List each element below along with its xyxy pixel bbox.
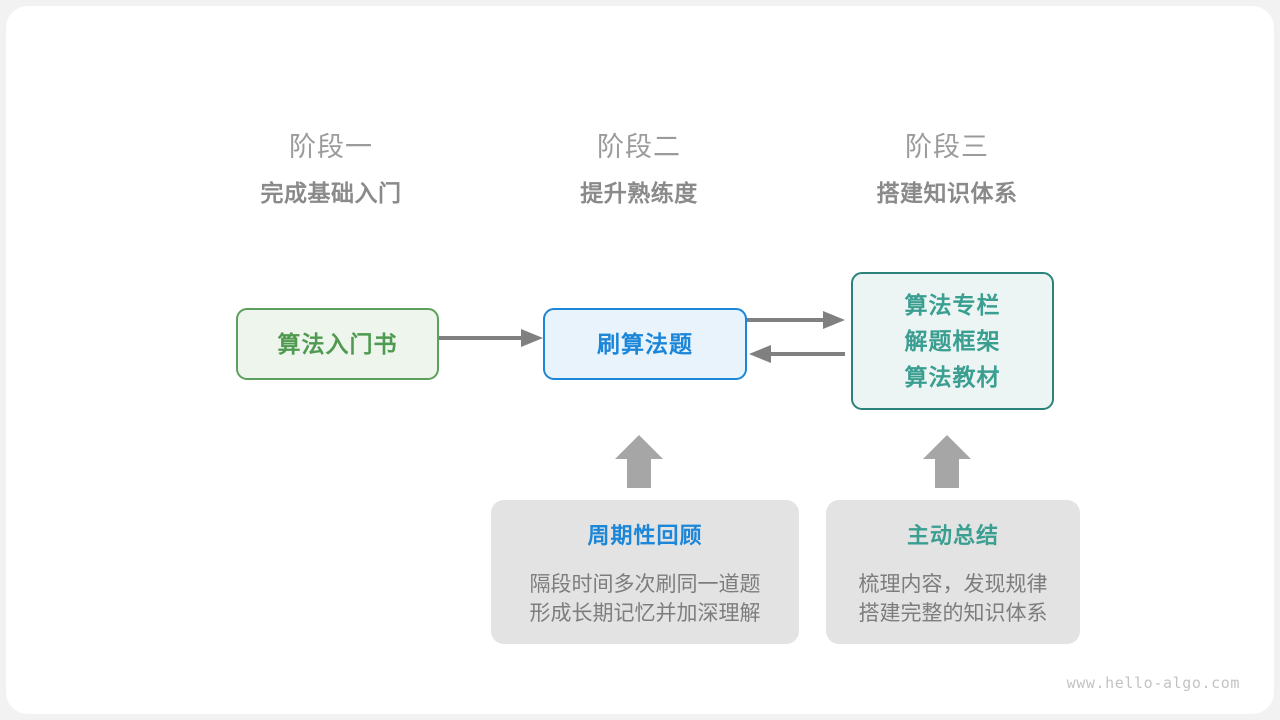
tip-card-periodic-review-body-line-2: 形成长期记忆并加深理解 [529,602,761,625]
stage-1-label: 阶段一 [289,132,373,162]
stage-column-2: 阶段二 提升熟练度 [509,130,769,208]
node-learning-resources-line-1: 算法专栏 [904,292,1001,318]
diagram-sheet: 阶段一 完成基础入门 阶段二 提升熟练度 阶段三 搭建知识体系 [6,6,1274,714]
node-practice-problems-line-1: 刷算法题 [597,331,693,357]
stage-column-1: 阶段一 完成基础入门 [201,130,461,208]
node-learning-resources[interactable]: 算法专栏 解题框架 算法教材 [851,272,1054,410]
tip-card-periodic-review-body: 隔段时间多次刷同一道题 形成长期记忆并加深理解 [530,570,761,628]
arrow-resources-to-practice [749,345,845,363]
tip-card-active-summary[interactable]: 主动总结 梳理内容，发现规律 搭建完整的知识体系 [826,500,1080,644]
tip-card-periodic-review-body-line-1: 隔段时间多次刷同一道题 [529,573,761,596]
node-learning-resources-line-2: 解题框架 [904,328,1001,354]
arrow-practice-to-resources [741,311,845,329]
tip-card-active-summary-body-line-1: 梳理内容，发现规律 [858,573,1048,596]
stage-2-title: 提升熟练度 [580,180,698,206]
tip-card-periodic-review-title: 周期性回顾 [587,523,703,548]
node-intro-book[interactable]: 算法入门书 [236,308,439,380]
watermark: www.hello-algo.com [1066,674,1240,692]
stage-column-3: 阶段三 搭建知识体系 [817,130,1077,208]
node-practice-problems[interactable]: 刷算法题 [543,308,747,380]
stage-2-label: 阶段二 [597,132,681,162]
node-learning-resources-line-3: 算法教材 [904,364,1001,390]
tip-card-active-summary-body: 梳理内容，发现规律 搭建完整的知识体系 [859,570,1048,628]
arrow-review-to-practice [615,435,663,488]
stage-3-label: 阶段三 [905,132,989,162]
stage-1-title: 完成基础入门 [260,180,402,206]
tip-card-active-summary-body-line-2: 搭建完整的知识体系 [858,602,1048,625]
tip-card-active-summary-title: 主动总结 [906,523,999,548]
tip-card-periodic-review[interactable]: 周期性回顾 隔段时间多次刷同一道题 形成长期记忆并加深理解 [491,500,799,644]
stage-3-title: 搭建知识体系 [876,180,1018,206]
arrow-book-to-practice [433,329,543,347]
node-intro-book-line-1: 算法入门书 [277,331,398,357]
arrow-summary-to-resources [923,435,971,488]
